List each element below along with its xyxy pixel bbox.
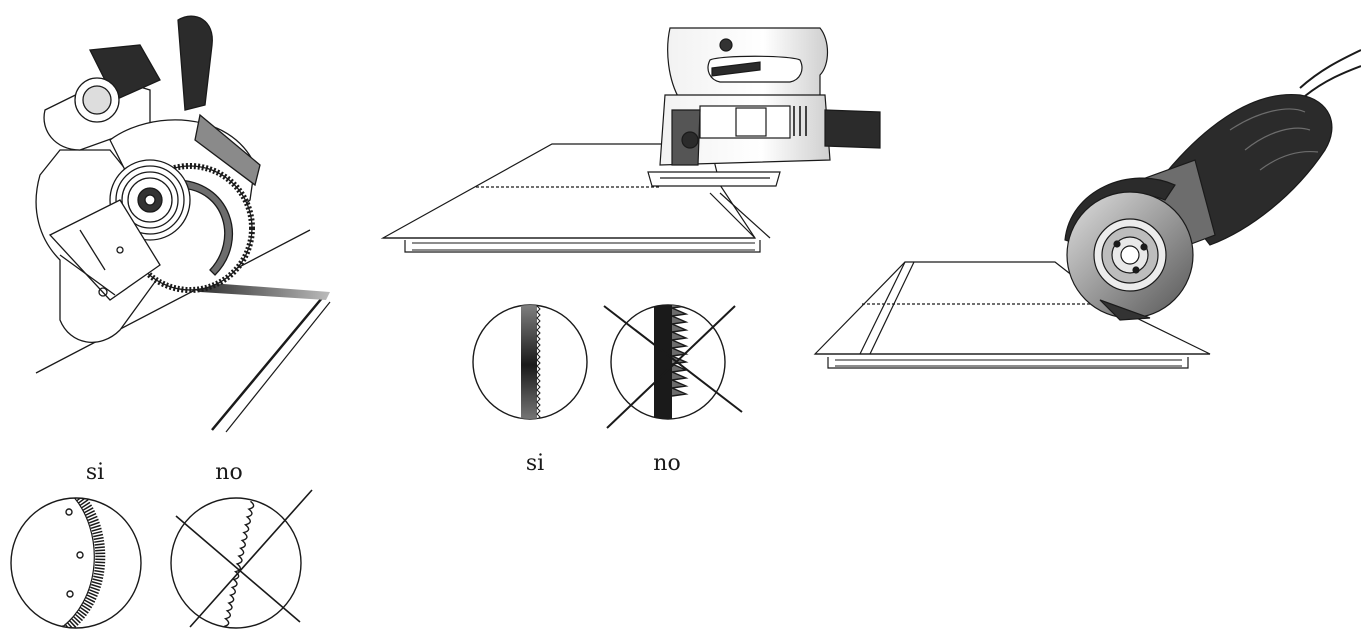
circular-saw-good-label: si (86, 460, 104, 485)
angle-grinder-icon (813, 49, 1361, 369)
coarse-tooth-blade-icon (170, 489, 313, 629)
jigsaw-icon (380, 27, 881, 253)
panel-cross-section (412, 242, 755, 251)
fine-tooth-blade-icon (10, 497, 142, 629)
jigsaw-good-label: si (526, 451, 544, 476)
fine-tooth-blade-icon (472, 304, 588, 420)
circular-saw-bad-label: no (215, 460, 242, 485)
jigsaw-bad-label: no (653, 451, 680, 476)
circular-saw-icon (35, 15, 331, 433)
coarse-tooth-blade-icon (603, 304, 743, 429)
